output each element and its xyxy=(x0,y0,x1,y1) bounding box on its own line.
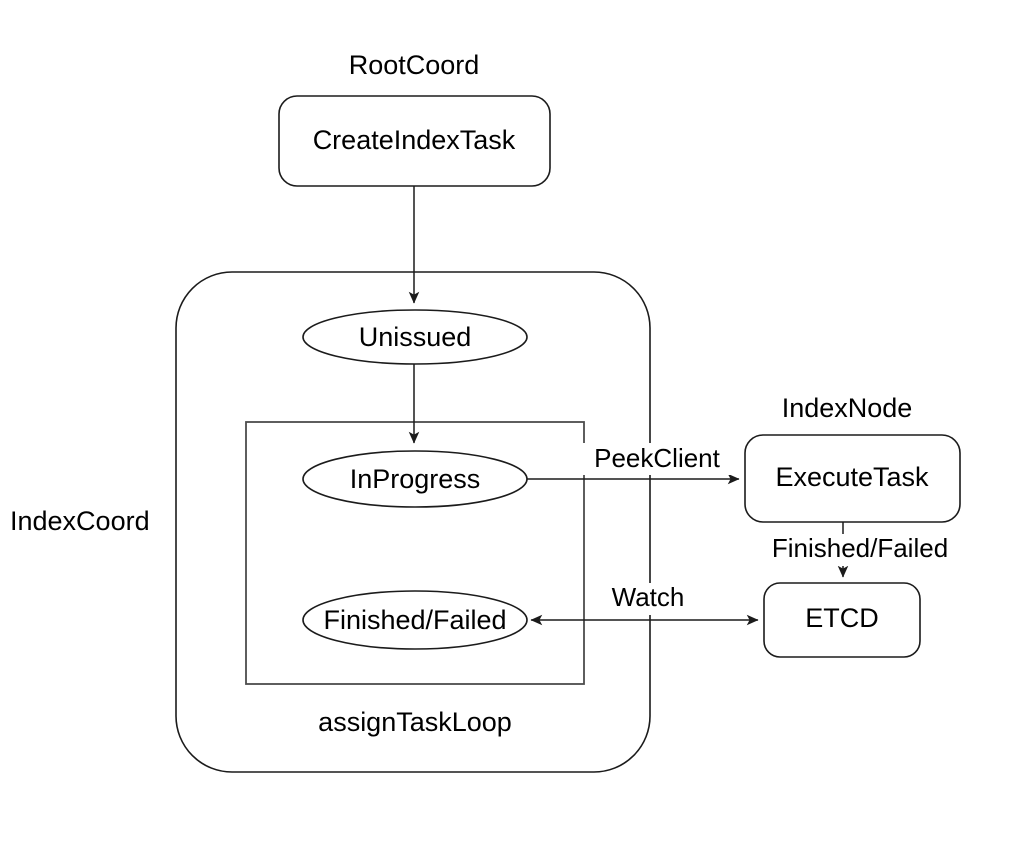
node-finished-failed-state[interactable]: Finished/Failed xyxy=(302,590,528,650)
in-progress-shape[interactable] xyxy=(302,450,528,508)
unissued-label: Unissued xyxy=(359,322,472,352)
finished-failed-state-shape[interactable] xyxy=(302,590,528,650)
node-in-progress[interactable]: InProgress xyxy=(302,450,528,508)
assigntaskloop-container xyxy=(245,421,585,685)
etcd-label: ETCD xyxy=(805,603,879,633)
execute-task-shape[interactable] xyxy=(744,434,961,523)
group-indexcoord: IndexCoord xyxy=(10,271,651,773)
indexnode-label: IndexNode xyxy=(782,393,913,423)
unissued-shape[interactable] xyxy=(302,309,528,365)
peekclient-label-backdrop xyxy=(578,443,736,475)
group-assigntaskloop: assignTaskLoop xyxy=(245,421,585,737)
edge-label-watch: Watch xyxy=(598,582,698,615)
rootcoord-label: RootCoord xyxy=(349,50,480,80)
node-execute-task[interactable]: ExecuteTask xyxy=(744,434,961,523)
in-progress-label: InProgress xyxy=(350,464,481,494)
finished-failed-edge-label: Finished/Failed xyxy=(772,533,948,563)
finished-failed-state-label: Finished/Failed xyxy=(323,605,506,635)
assigntaskloop-label: assignTaskLoop xyxy=(318,707,512,737)
edge-label-finished-failed: Finished/Failed xyxy=(755,533,967,566)
indexcoord-label: IndexCoord xyxy=(10,506,150,536)
edge-label-peekclient: PeekClient xyxy=(578,443,736,475)
node-etcd[interactable]: ETCD xyxy=(763,582,921,658)
etcd-shape[interactable] xyxy=(763,582,921,658)
indexcoord-container xyxy=(175,271,651,773)
node-create-index-task[interactable]: CreateIndexTask xyxy=(278,95,551,187)
watch-label-backdrop xyxy=(598,583,698,615)
create-index-task-label: CreateIndexTask xyxy=(313,125,516,155)
create-index-task-shape[interactable] xyxy=(278,95,551,187)
node-unissued[interactable]: Unissued xyxy=(302,309,528,365)
watch-label: Watch xyxy=(612,582,685,612)
execute-task-label: ExecuteTask xyxy=(775,462,929,492)
peekclient-label: PeekClient xyxy=(594,443,721,473)
finished-failed-label-backdrop xyxy=(755,534,967,566)
